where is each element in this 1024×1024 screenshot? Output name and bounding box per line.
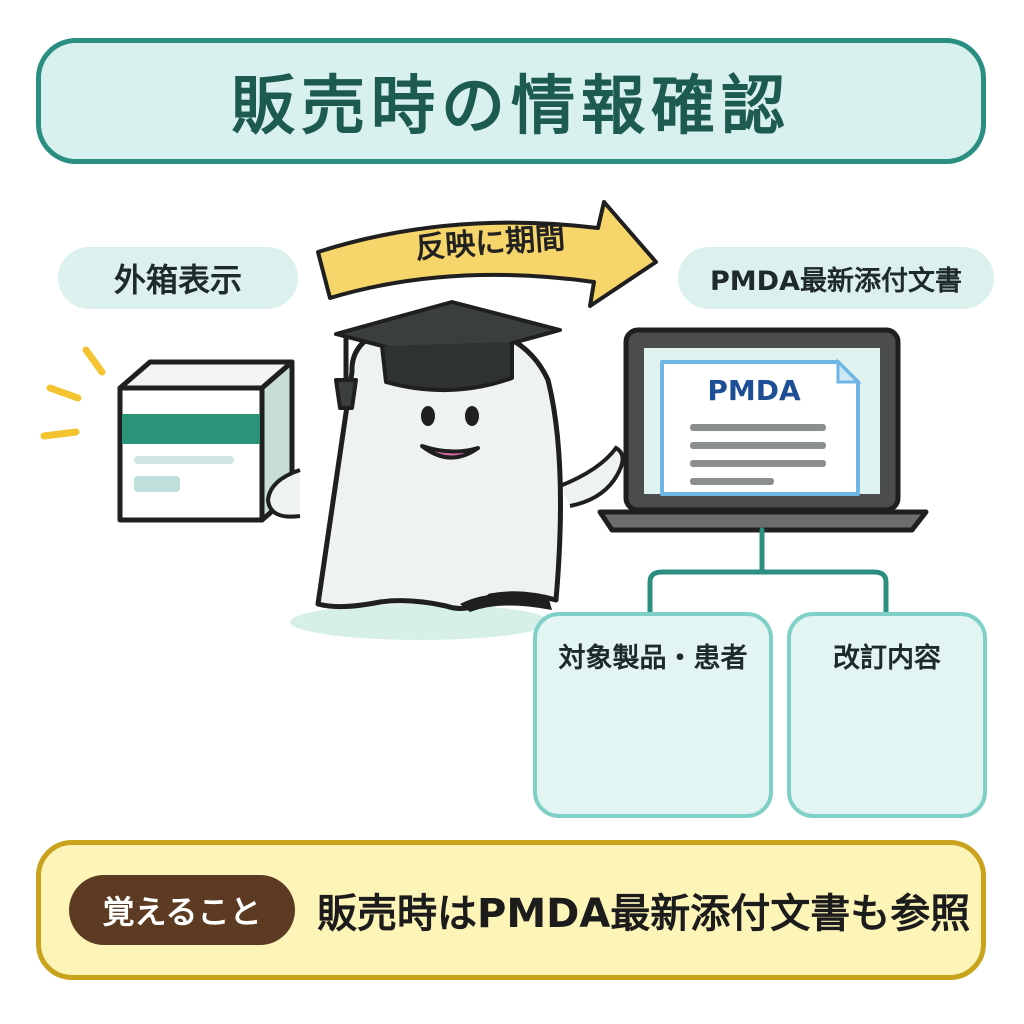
curved-arrow (316, 200, 658, 308)
screen-doc-label: PMDA (707, 374, 801, 407)
connector-lines (647, 527, 889, 615)
page-title: 販売時の情報確認 (231, 70, 791, 144)
memo-tag: 覚えること (69, 875, 295, 945)
card-revision: 改訂内容 (787, 612, 987, 818)
sparkle-lines (40, 346, 106, 440)
memo-banner: 覚えること 販売時はPMDA最新添付文書も参照 (36, 840, 986, 980)
card-target-products: 対象製品・患者 (533, 612, 773, 818)
graduation-cap-icon (334, 300, 562, 410)
outer-box-label: 外箱表示 (58, 247, 298, 309)
title-banner: 販売時の情報確認 (36, 38, 986, 164)
card-target-title: 対象製品・患者 (558, 643, 748, 674)
pmda-doc-label: PMDA最新添付文書 (678, 247, 994, 309)
card-revision-title: 改訂内容 (833, 643, 941, 674)
memo-text: 販売時はPMDA最新添付文書も参照 (317, 891, 971, 937)
medicine-box-icon (117, 359, 295, 523)
document-icon (660, 358, 862, 496)
